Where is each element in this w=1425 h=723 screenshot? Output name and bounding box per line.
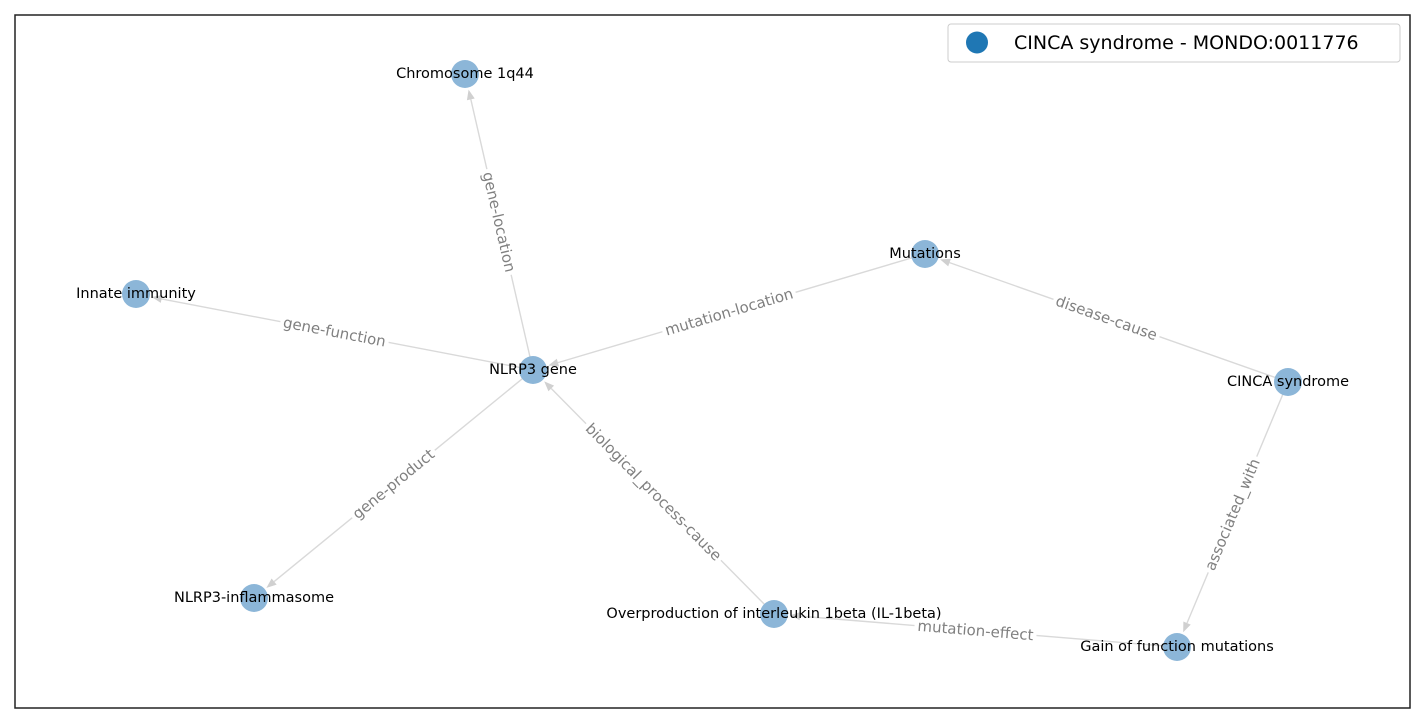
edge-label: gene-product <box>349 445 438 523</box>
arrowhead-mutation-effect <box>789 612 801 621</box>
node-label: Gain of function mutations <box>1080 639 1274 655</box>
edge-label-group: gene-product <box>346 443 441 525</box>
node-nlrp3[interactable]: NLRP3 gene <box>489 356 577 384</box>
node-label: CINCA syndrome <box>1227 374 1349 390</box>
edge-label-group: gene-location <box>478 167 520 277</box>
node-dot[interactable] <box>760 600 788 628</box>
edge-label-group: associated_with <box>1199 453 1266 576</box>
edge-label-group: gene-function <box>278 312 391 352</box>
node-gof[interactable]: Gain of function mutations <box>1080 633 1274 661</box>
legend-box <box>947 23 1401 63</box>
node-chromosome[interactable]: Chromosome 1q44 <box>396 60 534 88</box>
edge-label-background <box>478 167 520 277</box>
edge-label-background <box>278 312 391 352</box>
edge-label: mutation-location <box>663 285 796 340</box>
edges-layer <box>151 89 1289 648</box>
node-dot[interactable] <box>1274 368 1302 396</box>
arrowhead-disease-cause <box>940 258 951 267</box>
edge-labels-layer: gene-location gene-function mutation-locat… <box>278 167 1266 645</box>
edge-label-background <box>1050 290 1163 346</box>
node-label: NLRP3-inflammasome <box>174 590 334 606</box>
node-dot[interactable] <box>451 60 479 88</box>
node-label: Chromosome 1q44 <box>396 66 534 82</box>
node-dot[interactable] <box>911 240 939 268</box>
arrowhead-gene-function <box>151 294 163 303</box>
edge-label: gene-function <box>282 313 388 350</box>
arrowhead-biological-process-cause <box>544 381 555 392</box>
arrowhead-mutation-location <box>548 358 560 367</box>
edge-label: gene-location <box>479 170 519 274</box>
node-il1beta[interactable]: Overproduction of interleukin 1beta (IL-… <box>606 600 942 628</box>
edge-label-background <box>659 283 799 341</box>
legend: CINCA syndrome - MONDO:0011776 <box>947 23 1401 63</box>
node-dot[interactable] <box>122 280 150 308</box>
edge-label-group: mutation-location <box>659 283 799 341</box>
node-label: Innate immunity <box>76 286 196 302</box>
node-inflammasome[interactable]: NLRP3-inflammasome <box>174 584 334 612</box>
node-label: Mutations <box>889 246 961 262</box>
node-label: NLRP3 gene <box>489 362 577 378</box>
edge-label-group: biological_process-cause <box>579 417 728 567</box>
edge-label: disease-cause <box>1053 292 1159 344</box>
edge-label-background <box>913 616 1038 645</box>
plot-frame <box>14 14 1411 709</box>
node-cinca[interactable]: CINCA syndrome <box>1227 368 1349 396</box>
edge-label-group: disease-cause <box>1050 290 1163 346</box>
edge-label: associated_with <box>1201 456 1265 574</box>
edge-label-background <box>1199 453 1266 576</box>
arrowhead-gene-product <box>266 578 277 588</box>
node-dot[interactable] <box>519 356 547 384</box>
arrowhead-gene-location <box>466 89 475 101</box>
node-innate[interactable]: Innate immunity <box>76 280 196 308</box>
legend-label: CINCA syndrome - MONDO:0011776 <box>1014 32 1359 54</box>
node-dot[interactable] <box>1163 633 1191 661</box>
arrowhead-associated-with <box>1183 621 1191 633</box>
edge-label-background <box>579 417 728 567</box>
node-dot[interactable] <box>240 584 268 612</box>
legend-marker <box>966 31 988 54</box>
edge-label: biological_process-cause <box>581 419 725 565</box>
node-mutations[interactable]: Mutations <box>889 240 961 268</box>
node-label: Overproduction of interleukin 1beta (IL-… <box>606 606 941 622</box>
edge-label-background <box>346 443 441 525</box>
